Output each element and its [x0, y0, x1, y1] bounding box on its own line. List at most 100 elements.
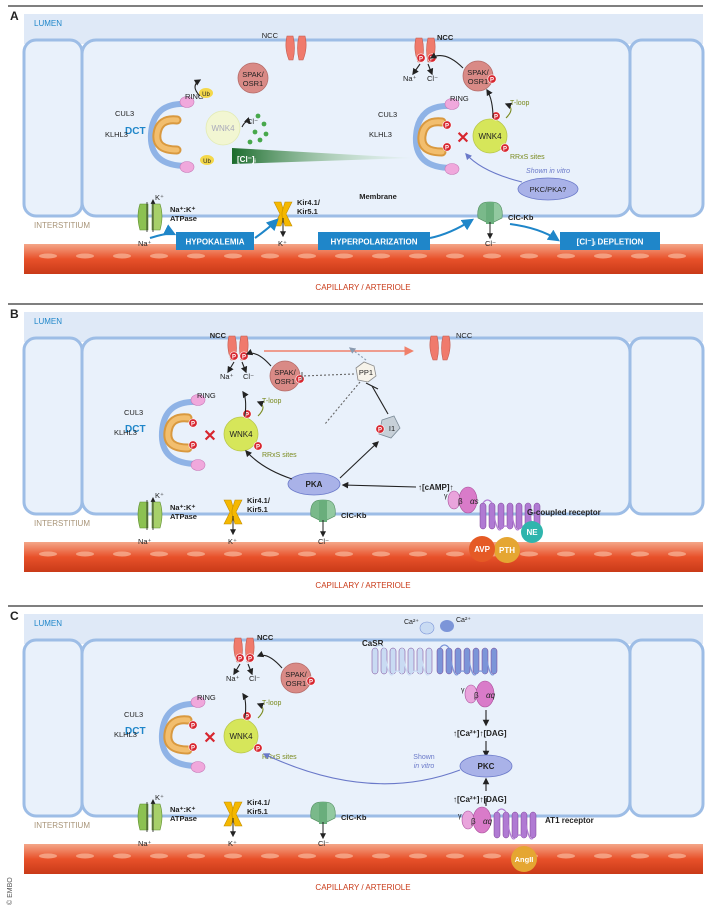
t-loop-label: T-loop: [262, 398, 282, 405]
pka-label: PKA: [306, 480, 323, 489]
ncc-transporter-icon: [429, 335, 451, 361]
cul3-label: CUL3: [378, 110, 397, 119]
clc-kb-label: ClC-Kb: [341, 511, 367, 520]
kir-label: Kir4.1/: [247, 798, 271, 807]
k-label: K⁺: [228, 537, 237, 546]
g-beta-subunit-icon: [464, 684, 478, 704]
kir-label: Kir4.1/: [297, 198, 321, 207]
arrow: [241, 116, 251, 128]
phosphate-icon: [416, 53, 426, 63]
cul3-klhl3-ligase-icon: [158, 700, 201, 769]
chloride-dot-icon: [257, 137, 263, 143]
chloride-dot-icon: [255, 113, 261, 119]
erythrocyte-icon: [631, 853, 649, 859]
chloride-depletion-box-label: [Cl⁻]ᵢ DEPLETION: [577, 238, 644, 247]
neighbor-cell-right: [628, 638, 705, 818]
panel-letter: B: [10, 307, 19, 321]
ncc-label: NCC: [257, 633, 274, 642]
erythrocyte-icon: [446, 253, 464, 259]
t-loop-label: T-loop: [262, 700, 282, 707]
arrow: [242, 390, 249, 417]
arrow: [149, 224, 177, 239]
angii-ligand-icon: [511, 846, 537, 872]
erythrocyte-icon: [187, 853, 205, 859]
phosphate-label: P: [378, 428, 382, 434]
k-label: K⁺: [155, 793, 164, 802]
kir-label: Kir5.1: [247, 807, 268, 816]
phosphate-icon: [245, 653, 255, 663]
ncc-transporter-icon: [285, 35, 307, 61]
block-cross-icon: ✕: [456, 130, 469, 147]
dct-label: DCT: [125, 126, 146, 137]
kir-channel-icon: [273, 201, 293, 238]
block-cross-icon: ✕: [203, 730, 216, 747]
ring-domain-icon: [190, 761, 206, 773]
alpha-q-label: αq: [483, 817, 493, 826]
ub-label: Ub: [202, 92, 210, 98]
pkc-pka-node-icon: [517, 177, 579, 201]
neighbor-cell-right: [628, 38, 705, 218]
rrxs-label: RRxS sites: [510, 154, 545, 161]
chloride-gradient-icon: [232, 148, 412, 164]
neighbor-cell-right: [628, 336, 705, 516]
shown-in-vitro-label: Shown in vitro: [526, 168, 570, 175]
beta-label: β: [471, 817, 476, 826]
casr-label: CaSR: [362, 639, 384, 648]
wnk4-kinase-icon: [223, 718, 259, 754]
erythrocyte-icon: [668, 853, 686, 859]
arrow: [504, 102, 513, 119]
ring-domain-icon: [190, 459, 206, 471]
calcium-ion-icon: [440, 620, 454, 632]
beta-label: β: [458, 497, 463, 506]
rrxs-label: RRxS sites: [262, 452, 297, 459]
erythrocyte-icon: [520, 551, 538, 557]
cl-label: Cl⁻: [427, 74, 438, 83]
pkc-node-icon: [459, 754, 513, 778]
erythrocyte-icon: [39, 853, 57, 859]
calcium-label: Ca²⁺: [404, 619, 419, 626]
klhl3-label: KLHL3: [369, 130, 392, 139]
phosphate-icon: [306, 676, 316, 686]
g-coupled-receptor-icon: [479, 499, 541, 531]
panel-letter: A: [10, 9, 19, 23]
hypokalemia-box-label: HYPOKALEMIA: [185, 238, 244, 247]
avp-ligand-icon: [469, 536, 495, 562]
dct-label: DCT: [125, 424, 146, 435]
arrow: [245, 348, 272, 367]
phosphate-icon: [188, 720, 198, 730]
g-beta-subunit-icon: [447, 490, 461, 510]
pp1-phosphatase-icon: [355, 361, 377, 383]
erythrocyte-icon: [372, 853, 390, 859]
erythrocyte-icon: [409, 853, 427, 859]
avp-label: AVP: [474, 545, 491, 554]
arrow: [246, 663, 254, 676]
erythrocyte-icon: [483, 853, 501, 859]
lumen-label: LUMEN: [34, 619, 62, 628]
erythrocyte-icon: [113, 253, 131, 259]
cl-label: Cl⁻: [318, 839, 329, 848]
spak-label: OSR1: [286, 679, 306, 688]
phosphate-icon: [442, 120, 452, 130]
phosphate-label: P: [256, 747, 260, 753]
erythrocyte-icon: [557, 853, 575, 859]
na-k-atpase-icon: [137, 799, 163, 832]
na-label: Na⁺: [138, 839, 152, 848]
alpha-q-label: αq: [486, 691, 496, 700]
casr-receptor-icon: [371, 644, 433, 676]
phosphate-icon: [487, 74, 497, 84]
erythrocyte-icon: [335, 853, 353, 859]
interstitium-label: INTERSTITIUM: [34, 519, 90, 528]
phosphate-icon: [253, 743, 263, 753]
na-label: Na⁺: [226, 674, 240, 683]
arrow: [301, 373, 355, 377]
na-k-atpase-icon: [137, 199, 163, 232]
beta-label: β: [474, 691, 479, 700]
erythrocyte-icon: [557, 551, 575, 557]
phosphate-icon: [442, 142, 452, 152]
credit: © EMBO: [6, 877, 14, 905]
na-k-atpase-label: ATPase: [170, 214, 197, 223]
kir-label: Kir4.1/: [247, 496, 271, 505]
arrow: [365, 382, 379, 390]
erythrocyte-icon: [224, 253, 242, 259]
